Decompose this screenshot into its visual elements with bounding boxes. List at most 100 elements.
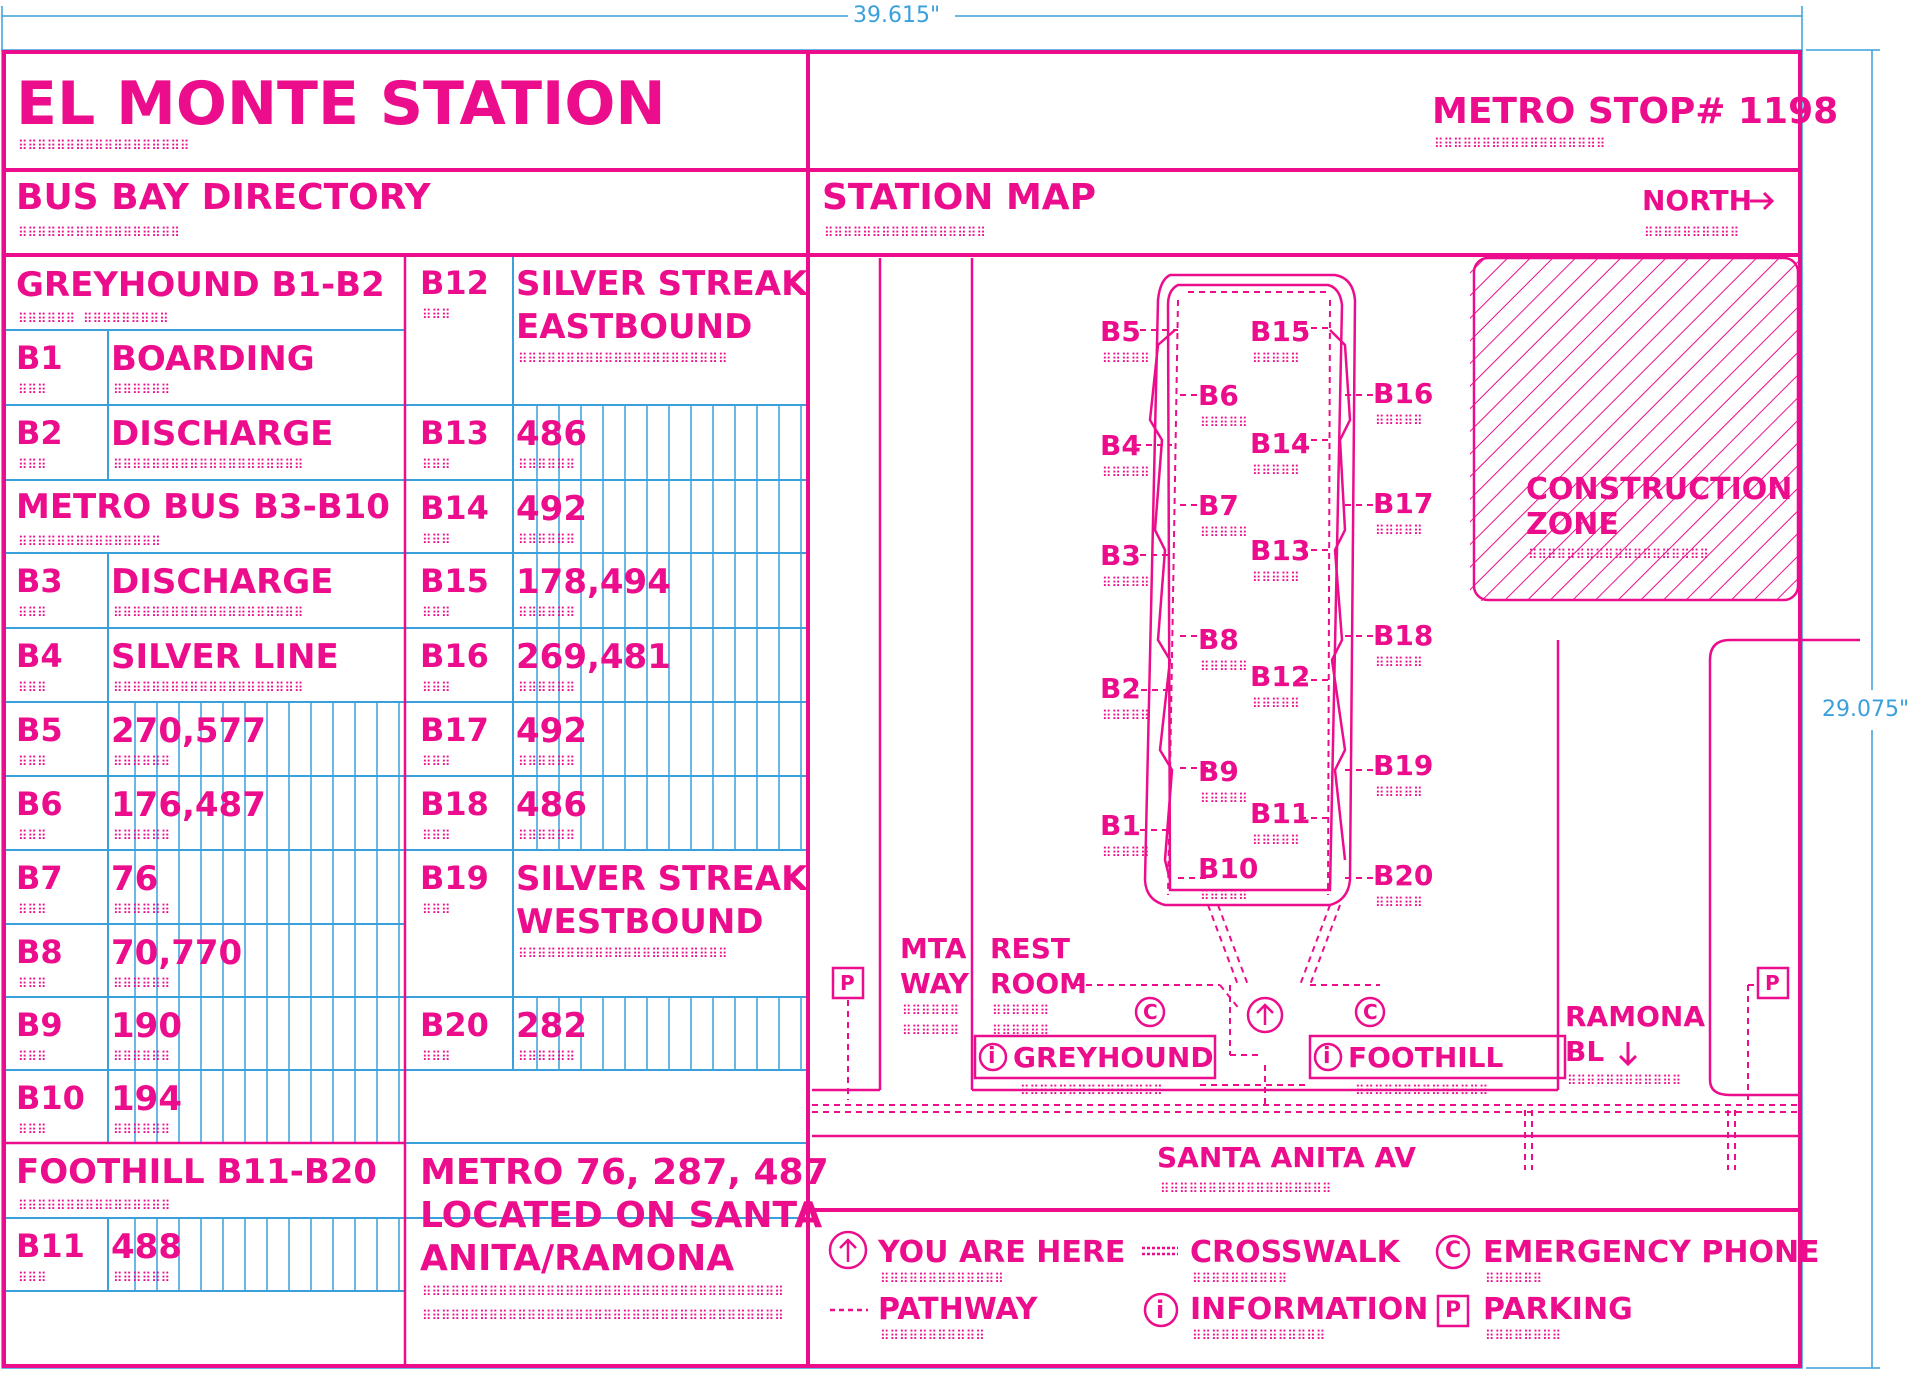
greyhound-section: GREYHOUND B1-B2 <box>16 265 385 305</box>
bay-route: DISCHARGE <box>111 414 334 454</box>
braille: ⠿⠿⠿⠿⠿⠿ <box>518 533 576 548</box>
braille: ⠿⠿⠿⠿⠿⠿⠿⠿⠿⠿⠿⠿⠿⠿⠿⠿⠿⠿⠿⠿ <box>113 606 304 621</box>
rest-room-line-1: REST <box>990 932 1070 965</box>
legend-crosswalk: CROSSWALK <box>1190 1235 1400 1270</box>
braille: ⠿⠿⠿⠿⠿⠿ <box>113 1271 171 1286</box>
braille: ⠿⠿⠿⠿⠿ <box>1375 896 1423 911</box>
braille: ⠿⠿⠿⠿⠿⠿ <box>902 1024 960 1039</box>
metro-bus-section: METRO BUS B3-B10 <box>16 487 390 527</box>
map-bay-b5: B5 <box>1100 315 1141 348</box>
braille: ⠿⠿⠿⠿⠿ <box>1200 792 1248 807</box>
braille: ⠿⠿⠿⠿⠿⠿ <box>1485 1272 1543 1287</box>
braille: ⠿⠿⠿⠿⠿ <box>1252 834 1300 849</box>
bay-number: B12 <box>420 264 489 302</box>
map-bay-b20: B20 <box>1373 859 1434 892</box>
bay-route: 194 <box>111 1079 182 1119</box>
bay-route: 492 <box>516 711 587 751</box>
bay-route: 492 <box>516 489 587 529</box>
greyhound-info-letter: i <box>988 1044 996 1069</box>
bay-route: 486 <box>516 414 587 454</box>
braille: ⠿⠿⠿⠿⠿⠿⠿⠿⠿⠿⠿⠿⠿⠿⠿⠿⠿⠿⠿⠿⠿⠿⠿⠿⠿⠿⠿⠿⠿⠿⠿⠿⠿⠿⠿⠿⠿⠿ <box>422 1285 784 1300</box>
bay-route: WESTBOUND <box>516 902 764 942</box>
braille: ⠿⠿⠿⠿⠿ <box>1102 352 1150 367</box>
map-bay-b7: B7 <box>1198 489 1239 522</box>
ramona-line-2: BL <box>1565 1035 1605 1068</box>
braille: ⠿⠿⠿⠿⠿⠿⠿⠿⠿⠿⠿⠿⠿ <box>880 1272 1004 1287</box>
width-dimension: 39.615" <box>853 3 941 28</box>
braille: ⠿⠿⠿ <box>18 903 47 918</box>
bay-route: 486 <box>516 785 587 825</box>
legend-you-are-here: YOU ARE HERE <box>878 1235 1126 1270</box>
braille: ⠿⠿⠿⠿⠿⠿ <box>113 1050 171 1065</box>
braille: ⠿⠿⠿⠿⠿⠿⠿⠿⠿⠿⠿ <box>880 1329 985 1344</box>
mta-way-line-2: WAY <box>900 967 969 1000</box>
north-label: NORTH <box>1642 184 1753 217</box>
braille: ⠿⠿⠿⠿⠿⠿⠿⠿⠿⠿⠿⠿⠿⠿⠿⠿⠿⠿ <box>1434 137 1606 152</box>
braille: ⠿⠿⠿⠿⠿⠿⠿⠿⠿⠿ <box>1644 226 1740 241</box>
bay-route: 190 <box>111 1006 182 1046</box>
bay-route: 269,481 <box>516 637 671 677</box>
braille: ⠿⠿⠿⠿⠿⠿ ⠿⠿⠿⠿⠿⠿⠿⠿⠿ <box>18 312 169 327</box>
bay-route: 176,487 <box>111 785 266 825</box>
braille: ⠿⠿⠿⠿⠿ <box>1252 352 1300 367</box>
braille: ⠿⠿⠿ <box>18 829 47 844</box>
legend-pathway: PATHWAY <box>878 1292 1038 1327</box>
braille: ⠿⠿⠿ <box>18 383 47 398</box>
braille: ⠿⠿⠿⠿⠿ <box>1375 414 1423 429</box>
bay-route: SILVER LINE <box>111 637 339 677</box>
braille: ⠿⠿⠿⠿⠿ <box>1200 889 1248 904</box>
ramona-line-1: RAMONA <box>1565 1000 1705 1033</box>
bay-number: B8 <box>16 933 63 971</box>
braille: ⠿⠿⠿⠿⠿⠿⠿⠿⠿⠿⠿⠿⠿⠿⠿⠿ <box>18 1199 171 1214</box>
foothill-section: FOOTHILL B11-B20 <box>16 1152 378 1192</box>
greyhound-map-label: GREYHOUND <box>1013 1041 1214 1074</box>
map-pathways <box>812 284 1800 1170</box>
braille: ⠿⠿⠿⠿⠿⠿ <box>518 458 576 473</box>
braille: ⠿⠿⠿ <box>18 1123 47 1138</box>
map-bay-b11: B11 <box>1250 797 1311 830</box>
braille: ⠿⠿⠿⠿⠿ <box>1375 656 1423 671</box>
map-bay-b18: B18 <box>1373 619 1434 652</box>
legend-icons <box>828 1230 1471 1328</box>
braille: ⠿⠿⠿ <box>422 308 451 323</box>
parking-icon-map-2: P <box>1765 971 1780 995</box>
map-bay-b3: B3 <box>1100 539 1141 572</box>
braille: ⠿⠿⠿⠿⠿⠿ <box>113 829 171 844</box>
bay-number: B2 <box>16 414 63 452</box>
directory-grid <box>6 255 808 1368</box>
braille: ⠿⠿⠿⠿⠿⠿ <box>518 829 576 844</box>
bay-number: B3 <box>16 562 63 600</box>
braille: ⠿⠿⠿ <box>18 755 47 770</box>
braille: ⠿⠿⠿⠿⠿⠿ <box>902 1004 960 1019</box>
braille: ⠿⠿⠿⠿⠿⠿⠿⠿⠿⠿⠿⠿⠿⠿⠿⠿⠿⠿⠿⠿ <box>113 681 304 696</box>
legend-parking-letter: P <box>1445 1298 1462 1323</box>
bay-number: B6 <box>16 785 63 823</box>
bay-route: 178,494 <box>516 562 671 602</box>
map-bay-b12: B12 <box>1250 660 1311 693</box>
map-bay-b14: B14 <box>1250 427 1311 460</box>
braille: ⠿⠿⠿⠿⠿⠿⠿⠿⠿⠿⠿⠿⠿⠿⠿ <box>1020 1084 1163 1099</box>
braille: ⠿⠿⠿ <box>18 606 47 621</box>
bay-route: 282 <box>516 1006 587 1046</box>
station-map-title: STATION MAP <box>822 177 1097 218</box>
braille: ⠿⠿⠿⠿⠿⠿ <box>518 606 576 621</box>
braille: ⠿⠿⠿ <box>422 458 451 473</box>
braille: ⠿⠿⠿⠿⠿⠿⠿⠿⠿⠿⠿⠿ <box>1567 1074 1682 1089</box>
braille: ⠿⠿⠿⠿⠿⠿⠿⠿⠿⠿⠿⠿⠿⠿⠿⠿⠿⠿ <box>18 139 190 154</box>
directory-title: BUS BAY DIRECTORY <box>16 177 431 218</box>
braille: ⠿⠿⠿ <box>18 1271 47 1286</box>
metro-stop-number: METRO STOP# 1198 <box>1432 91 1839 132</box>
height-dimension: 29.075" <box>1822 697 1910 722</box>
braille: ⠿⠿⠿ <box>18 1050 47 1065</box>
braille: ⠿⠿⠿ <box>422 755 451 770</box>
map-bay-b6: B6 <box>1198 379 1239 412</box>
phone-icon-map-2: C <box>1363 1000 1378 1024</box>
map-bay-b10: B10 <box>1198 852 1259 885</box>
phone-icon-map-1: C <box>1143 1000 1158 1024</box>
bay-number: B7 <box>16 859 63 897</box>
map-bay-b4: B4 <box>1100 429 1141 462</box>
braille: ⠿⠿⠿ <box>18 458 47 473</box>
braille: ⠿⠿⠿⠿⠿ <box>1200 416 1248 431</box>
arrows <box>1618 191 1775 1067</box>
bay-number: B4 <box>16 637 63 675</box>
